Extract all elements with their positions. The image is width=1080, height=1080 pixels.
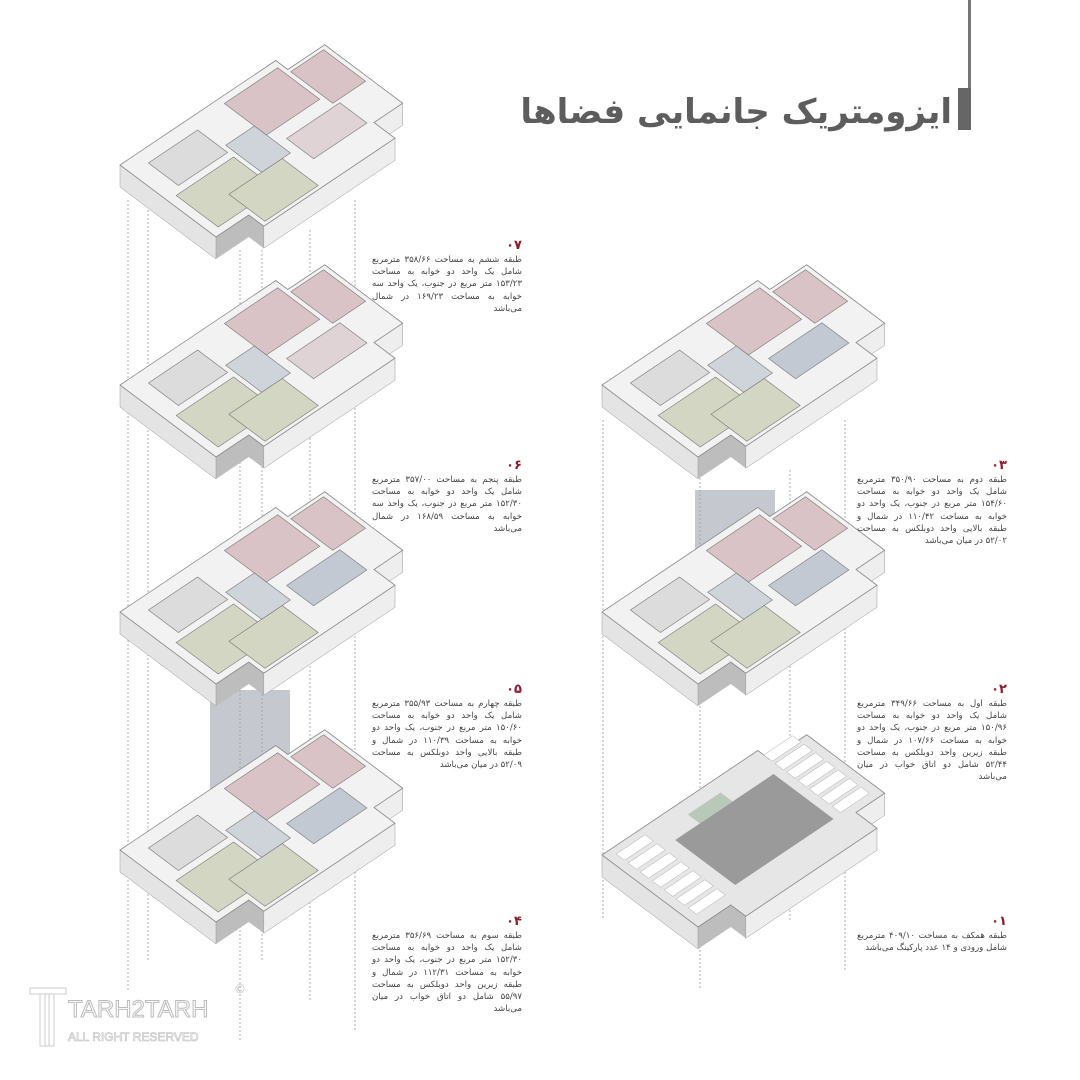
parking-car (763, 735, 802, 762)
floor-number: ۰۲ (991, 682, 1007, 697)
room-service (147, 129, 229, 186)
room-north (290, 49, 367, 104)
room-north (772, 496, 849, 551)
parking-car (615, 834, 654, 861)
floor-04-duplex (119, 729, 404, 945)
room-north (223, 287, 321, 356)
room-north (223, 514, 321, 583)
floor-text: طبقه چهارم به مساحت ۳۵۵/۹۳ مترمربع شامل … (372, 699, 522, 771)
floor-description-04: ۰۴ طبقه سوم به مساحت ۳۵۶/۶۹ مترمربع شامل… (372, 914, 522, 1015)
room-north (705, 287, 803, 356)
floor-06 (119, 264, 404, 480)
parking-car (774, 743, 813, 771)
room-living (286, 787, 368, 845)
driveway (675, 774, 834, 885)
room-core (225, 572, 291, 620)
room-living (768, 549, 850, 607)
room-north (772, 269, 849, 324)
room-core (707, 572, 773, 620)
floor-text: طبقه سوم به مساحت ۳۵۶/۶۹ مترمربع شامل یک… (372, 931, 522, 1015)
floor-text: طبقه اول به مساحت ۳۴۹/۶۶ مترمربع شامل یک… (857, 699, 1008, 783)
floor-text: طبقه همکف به مساحت ۴۰۹/۱۰ مترمربع شامل و… (857, 931, 1007, 954)
room-service (147, 576, 229, 633)
floor-01-parking (601, 734, 886, 950)
room-living (768, 322, 850, 380)
room-living (286, 322, 368, 380)
parking-car (797, 761, 836, 788)
logo-rights: ALL RIGHT RESERVED (68, 1030, 199, 1045)
watermark-logo: TARH2TARH © ALL RIGHT RESERVED (28, 982, 268, 1052)
room-north (223, 752, 321, 821)
floor-number: ۰۳ (991, 458, 1007, 473)
floor-text: طبقه پنجم به مساحت ۳۵۷/۰۰ مترمربع شامل ی… (372, 475, 522, 534)
room-north (290, 734, 367, 789)
title-marker (958, 88, 971, 130)
room-service (629, 576, 711, 633)
floor-description-03: ۰۳ طبقه دوم به مساحت ۳۵۰/۹۰ مترمربع شامل… (857, 458, 1007, 547)
floor-description-02: ۰۲ طبقه اول به مساحت ۳۴۹/۶۶ مترمربع شامل… (857, 682, 1007, 783)
floor-text: طبقه ششم به مساحت ۳۵۸/۶۶ مترمربع شامل یک… (372, 255, 522, 314)
parking-car (687, 888, 726, 915)
parking-car (831, 786, 870, 813)
parking-car (639, 852, 678, 879)
floor-02-duplex (601, 491, 886, 707)
logo-brand: TARH2TARH (67, 996, 209, 1024)
parking-car (663, 870, 702, 897)
floor-text: طبقه دوم به مساحت ۳۵۰/۹۰ مترمربع شامل یک… (857, 475, 1007, 547)
parking-car (820, 778, 859, 805)
room-north (290, 496, 367, 551)
room-core (707, 345, 773, 393)
floor-number: ۰۴ (506, 914, 522, 929)
floor-description-01: ۰۱ طبقه همکف به مساحت ۴۰۹/۱۰ مترمربع شام… (857, 914, 1007, 954)
parking-car (627, 843, 666, 870)
column-logo-icon (29, 987, 67, 1047)
room-living (286, 102, 368, 160)
parking-car (675, 879, 714, 906)
copyright-symbol: © (234, 982, 246, 996)
parking-car (651, 861, 690, 888)
floor-number: ۰۱ (991, 914, 1007, 929)
room-service (629, 349, 711, 406)
parking-car (808, 769, 847, 796)
floor-number: ۰۵ (506, 682, 522, 697)
room-living (286, 549, 368, 607)
room-service (147, 349, 229, 406)
floor-07 (119, 44, 404, 260)
room-service (147, 814, 229, 871)
room-north (223, 67, 321, 136)
floor-03-duplex (601, 264, 886, 480)
room-north (705, 514, 803, 583)
title-rule (968, 0, 971, 90)
room-core (225, 810, 291, 858)
parking-car (786, 752, 825, 779)
room-north (290, 269, 367, 324)
room-core (225, 345, 291, 393)
floor-number: ۰۶ (506, 458, 522, 473)
floor-05-duplex (119, 491, 404, 707)
entrance (687, 792, 733, 824)
floor-description-06: ۰۶ طبقه پنجم به مساحت ۳۵۷/۰۰ مترمربع شام… (372, 458, 522, 535)
room-core (225, 125, 291, 173)
floor-number: ۰۷ (506, 238, 522, 253)
floor-description-07: ۰۷ طبقه ششم به مساحت ۳۵۸/۶۶ مترمربع شامل… (372, 238, 522, 315)
page-title: ایزومتریک جانمایی فضاها (520, 92, 953, 132)
floor-description-05: ۰۵ طبقه چهارم به مساحت ۳۵۵/۹۳ مترمربع شا… (372, 682, 522, 771)
